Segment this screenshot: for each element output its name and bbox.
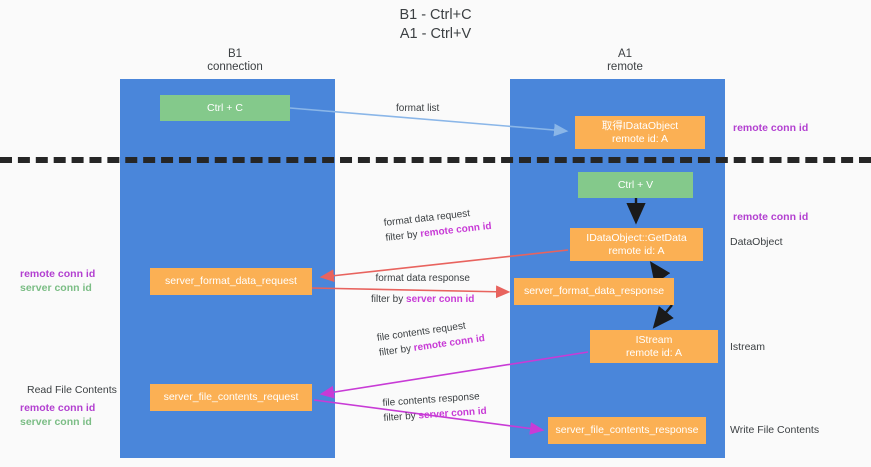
node-idataobject-getdata[interactable]: IDataObject::GetData remote id: A [570, 228, 703, 261]
node-istream[interactable]: IStream remote id: A [590, 330, 718, 363]
column-header-a1: A1 remote [607, 48, 643, 73]
side-label-write-file-contents: Write File Contents [730, 424, 820, 436]
node-server-file-contents-response[interactable]: server_file_contents_response [548, 417, 706, 444]
side-label-remote-conn-id-mid: remote conn id [733, 211, 808, 225]
side-label-conn-ids-upper: remote conn id server conn id [20, 268, 95, 295]
side-label-istream: Istream [730, 341, 766, 353]
label-format-data-response-line2: filter by server conn id [371, 292, 474, 307]
filter-by-text: filter by [383, 410, 419, 424]
label-format-data-response-line1: format data response [375, 273, 470, 284]
label-format-data-request: format data request filter by remote con… [383, 204, 492, 246]
node-server-format-data-request[interactable]: server_format_data_request [150, 268, 312, 295]
side-label-conn-ids-lower: remote conn id server conn id [20, 402, 95, 429]
side-label-read-file-contents: Read File Contents [27, 384, 117, 396]
node-server-file-contents-request[interactable]: server_file_contents_request [150, 384, 312, 411]
label-file-contents-request: file contents request filter by remote c… [376, 316, 486, 361]
remote-conn-id-text: remote conn id [20, 402, 96, 414]
diagram-title: B1 - Ctrl+C A1 - Ctrl+V [399, 7, 472, 42]
server-conn-id-key: server conn id [406, 294, 475, 305]
node-ctrl-c[interactable]: Ctrl + C [160, 95, 290, 121]
column-header-b1: B1 connection [207, 48, 263, 73]
filter-by-text: filter by [371, 294, 407, 305]
label-format-data-response: format data response filter by server co… [371, 271, 474, 307]
filter-by-text: filter by [378, 342, 415, 359]
node-ctrl-v[interactable]: Ctrl + V [578, 172, 693, 198]
server-conn-id-key: server conn id [418, 405, 488, 422]
node-get-idataobject[interactable]: 取得IDataObject remote id: A [575, 116, 705, 149]
remote-conn-id-text: remote conn id [733, 211, 809, 223]
server-conn-id-text: server conn id [20, 415, 92, 428]
remote-conn-id-text: remote conn id [20, 268, 96, 280]
side-label-dataobject: DataObject [730, 236, 783, 248]
side-label-remote-conn-id-top: remote conn id [733, 122, 808, 136]
label-format-list: format list [396, 103, 440, 114]
section-divider [0, 157, 871, 163]
server-conn-id-text: server conn id [20, 281, 92, 294]
filter-by-text: filter by [384, 228, 421, 244]
label-file-contents-response: file contents response filter by server … [382, 389, 487, 426]
remote-conn-id-text: remote conn id [733, 122, 809, 134]
node-server-format-data-response[interactable]: server_format_data_response [514, 278, 674, 305]
